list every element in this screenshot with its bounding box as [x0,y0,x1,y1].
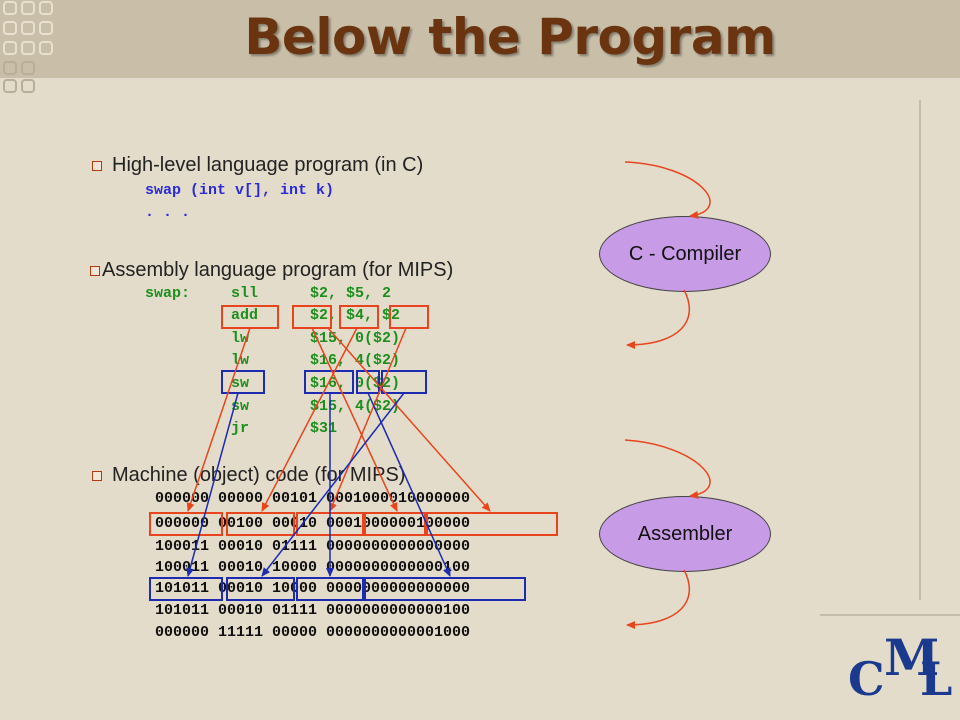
red-box-asm-rt [389,305,429,329]
compiler-in-arrow [624,161,711,219]
red-box-mc-op [149,512,223,536]
blue-arrow-offset [367,392,451,577]
asm-op-0: sll [231,285,259,302]
asm-args-0: $2, $5, 2 [310,285,392,302]
bullet-square-icon [92,470,102,481]
slide-title: Below the Program [244,8,776,66]
machine-code-line-5: 101011 00010 01111 0000000000000100 [155,602,471,619]
asm-label: swap: [145,285,191,302]
assembler-label: Assembler [637,522,733,545]
machine-code-line-2: 100011 00010 01111 0000000000000000 [155,538,471,555]
compiler-label: C - Compiler [628,242,742,265]
red-arrow-rt [329,327,407,512]
cml-logo: C M L [820,610,960,720]
blue-box-asm-base [381,370,427,394]
logo-letter-l: L [920,652,953,706]
blue-box-asm-rt [304,370,354,394]
blue-arrow-op [186,392,239,577]
machine-code-line-3: 100011 00010 10000 0000000000000100 [155,559,471,576]
red-arrow-funct [327,327,491,512]
title-bar [0,0,960,78]
c-code-line-2: . . . [145,204,191,221]
bullet-text: Assembly language program (for MIPS) [102,259,454,281]
bullet-square-icon [92,160,102,171]
c-code-line-1: swap (int v[], int k) [145,182,335,199]
grid-decoration-icon [3,1,53,93]
logo-letter-m: M [884,628,940,687]
blue-box-mc-imm [364,577,526,601]
asm-op-3: lw [231,352,250,369]
asm-args-3: $16, 4($2) [310,352,401,369]
red-box-mc-rd [364,512,426,536]
blue-box-mc-rs [226,577,295,601]
bullet-machine-code: Machine (object) code (for MIPS) [92,464,405,487]
blue-arrow-base [261,392,405,577]
asm-op-4: sw [231,375,250,392]
blue-box-mc-rt [296,577,364,601]
blue-box-mc-op [149,577,223,601]
red-box-asm-rd [292,305,332,329]
machine-code-line-6: 000000 11111 00000 0000000000001000 [155,624,471,641]
assembler-oval: Assembler [599,496,771,572]
assembler-in-arrow [624,439,711,499]
red-box-asm-rs [339,305,379,329]
red-arrow-op [186,327,251,512]
red-box-mc-rs [226,512,295,536]
asm-op-1: add [231,307,259,324]
compiler-oval: C - Compiler [599,216,771,292]
red-box-asm-op [221,305,279,329]
bullet-text: Machine (object) code (for MIPS) [112,464,406,486]
assembler-out-arrow [626,569,690,629]
red-arrow-rs [261,327,358,512]
bullet-c-program: High-level language program (in C) [92,154,423,177]
bullet-text: High-level language program (in C) [112,154,424,176]
bullet-square-icon [90,265,100,276]
logo-letter-c: C [848,652,885,706]
bullet-assembly-program: Assembly language program (for MIPS) [90,259,453,282]
red-box-mc-funct [426,512,558,536]
asm-op-6: jr [231,420,250,437]
compiler-out-arrow [626,289,690,349]
blue-box-asm-op [221,370,265,394]
red-arrow-rd [311,327,398,512]
machine-code-line-0: 000000 00000 00101 0001000010000000 [155,490,471,507]
